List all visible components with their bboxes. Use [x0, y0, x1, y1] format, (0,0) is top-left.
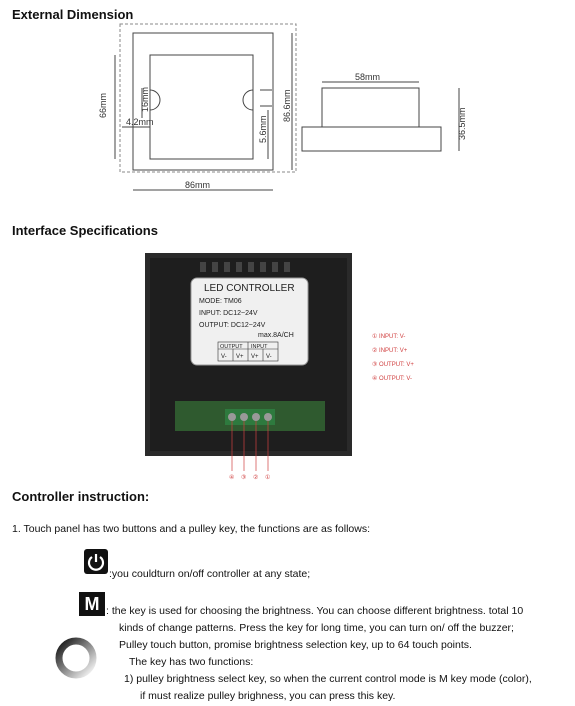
pulley-line3: 1) pulley brightness select key, so when…: [124, 673, 532, 685]
pulley-line2: The key has two functions:: [129, 656, 254, 668]
dim-overall-height: 86.6mm: [282, 89, 292, 122]
m-key-line2: kinds of change patterns. Press the key …: [119, 622, 514, 634]
dim-wall-depth: 5.6mm: [258, 115, 268, 143]
panel-output: OUTPUT: DC12~24V: [199, 322, 266, 329]
panel-hdr-input: INPUT: [251, 344, 268, 350]
dim-front-height: 66mm: [98, 93, 108, 118]
callout-2: ②: [253, 474, 258, 481]
panel-mode: MODE: TM06: [199, 298, 242, 305]
panel-photo: LED CONTROLLER MODE: TM06 INPUT: DC12~24…: [145, 253, 414, 481]
panel-terminal-1: V-: [221, 354, 227, 360]
pulley-icon: [55, 637, 97, 679]
panel-title: LED CONTROLLER: [204, 283, 295, 294]
section-heading-interface: Interface Specifications: [12, 223, 158, 238]
dim-front-width: 86mm: [185, 180, 210, 190]
panel-input: INPUT: DC12~24V: [199, 310, 258, 317]
dim-side-top: 58mm: [355, 72, 380, 82]
power-description: :you couldturn on/off controller at any …: [109, 568, 311, 580]
legend-item-4: ④ OUTPUT: V-: [372, 375, 412, 382]
dimension-drawing: 86mm 66mm 16mm 4.2mm 5.6mm 86.6mm 58mm 3…: [98, 23, 467, 191]
intro-text: 1. Touch panel has two buttons and a pul…: [12, 523, 370, 535]
panel-max: max.8A/CH: [258, 332, 294, 339]
legend-item-3: ③ OUTPUT: V+: [372, 361, 414, 368]
callout-4: ④: [229, 474, 234, 481]
pulley-line1: Pulley touch button, promise brightness …: [119, 639, 472, 651]
legend-item-2: ② INPUT: V+: [372, 347, 408, 354]
panel-hdr-output: OUTPUT: [220, 344, 243, 350]
section-heading-external: External Dimension: [12, 7, 134, 22]
callout-3: ③: [241, 474, 246, 481]
m-key-line1: : the key is used for choosing the brigh…: [106, 605, 524, 617]
legend-item-1: ① INPUT: V-: [372, 333, 405, 340]
callout-1: ①: [265, 474, 270, 481]
power-icon: [84, 549, 108, 574]
section-heading-controller: Controller instruction:: [12, 489, 150, 504]
dim-slot-offset: 4.2mm: [126, 117, 154, 127]
panel-terminal-2: V+: [236, 354, 244, 360]
dim-side-depth: 36.5mm: [457, 107, 467, 140]
dim-slot-height: 16mm: [140, 87, 150, 112]
panel-terminal-3: V+: [251, 354, 259, 360]
pulley-line4: if must realize pulley brighness, you ca…: [140, 690, 396, 702]
m-key-icon: M: [79, 592, 105, 616]
panel-terminal-4: V-: [266, 354, 272, 360]
